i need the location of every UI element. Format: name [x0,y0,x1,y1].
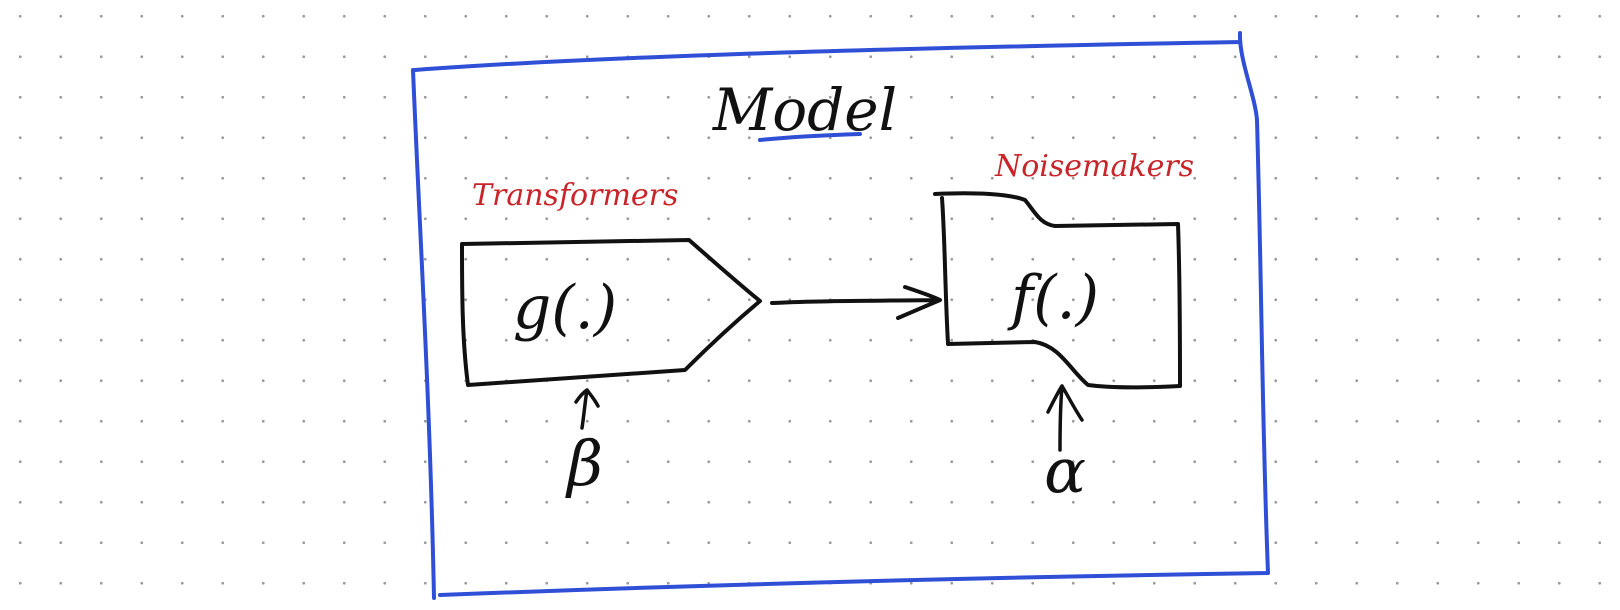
flow-arrow [770,285,942,320]
noisemaker-category-label: Noisemakers [994,149,1194,184]
alpha-arrow [1046,384,1084,452]
transformer-category-label: Transformers [472,178,678,213]
beta-arrow [574,388,600,430]
title-underline [758,132,862,142]
beta-param-label: β [565,427,603,500]
transformer-node [460,238,762,387]
transformer-function-label: g(.) [513,273,617,343]
noisemaker-function-label: f(.) [1007,263,1099,333]
alpha-param-label: α [1044,434,1086,507]
model-title: Model [712,76,897,144]
model-frame [411,31,1270,600]
noisemaker-node [933,191,1182,390]
